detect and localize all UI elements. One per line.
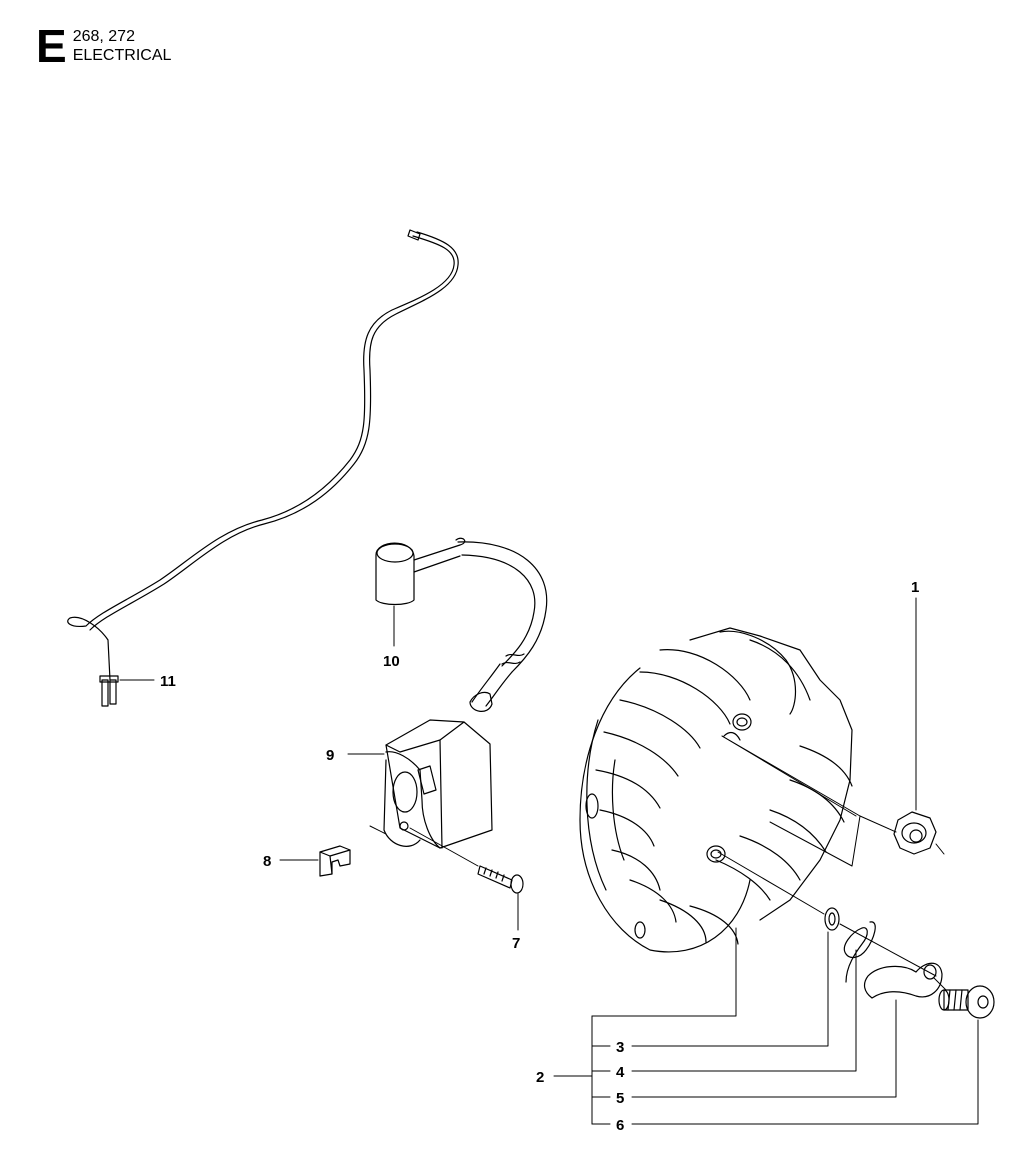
ignition-module [383,663,513,849]
callout-8: 8 [263,853,271,870]
ground-wire [67,229,459,707]
callout-7: 7 [512,935,520,952]
starter-pawl [863,962,943,999]
spark-plug-boot [375,537,548,673]
assembly-lines [369,735,947,991]
module-screw [477,865,524,894]
page-header: E 268, 272 ELECTRICAL [36,20,172,72]
callout-2: 2 [536,1069,544,1086]
callout-3: 3 [616,1039,624,1056]
callout-5: 5 [616,1090,624,1107]
section-letter: E [36,20,67,72]
section-title: ELECTRICAL [72,47,172,64]
header-titles: 268, 272 ELECTRICAL [73,26,172,65]
flywheel [579,627,853,953]
pawl-spring [843,921,876,983]
callout-11: 11 [160,673,176,690]
washer [824,907,840,931]
leader-lines [119,597,979,1125]
flywheel-key [319,845,351,877]
callout-4: 4 [616,1064,625,1081]
callout-1: 1 [911,579,919,596]
model-numbers: 268, 272 [72,28,135,45]
callout-9: 9 [326,747,334,764]
pawl-screw [938,985,995,1019]
callout-6: 6 [616,1117,624,1134]
callout-10: 10 [383,653,400,670]
flywheel-nut [893,811,937,855]
